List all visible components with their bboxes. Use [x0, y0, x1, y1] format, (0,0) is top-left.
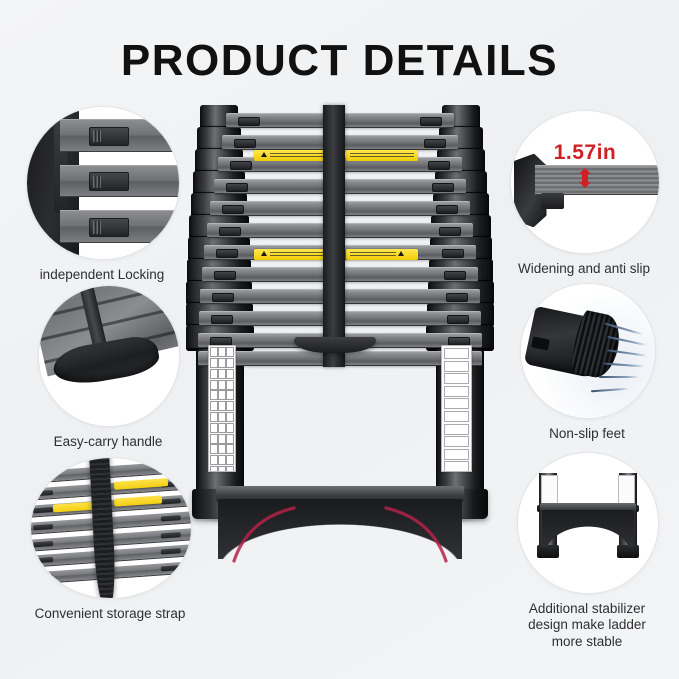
feature-convenient-storage-strap[interactable]: Convenient storage strap	[30, 457, 192, 622]
ladder-lock-buttons-icon	[27, 107, 179, 259]
page-title: PRODUCT DETAILS	[120, 36, 559, 85]
ladder-storage-strap-icon	[31, 458, 191, 598]
feature-caption: Convenient storage strap	[34, 606, 186, 621]
feature-caption: Easy-carry handle	[53, 434, 163, 449]
feature-image-easy-carry-handle	[38, 285, 180, 427]
safety-sticker-right	[441, 345, 472, 472]
feature-easy-carry-handle[interactable]: Easy-carry handle	[38, 285, 180, 450]
carry-handle	[294, 337, 376, 353]
feature-caption: Widening and anti slip	[517, 261, 651, 276]
feature-image-independent-locking	[26, 106, 180, 260]
storage-strap	[323, 105, 345, 367]
ladder-stabilizer-bar-icon	[518, 453, 658, 593]
feature-independent-locking[interactable]: independent Locking	[26, 106, 180, 283]
stabilizer-bar	[216, 486, 464, 502]
feature-caption: independent Locking	[39, 267, 165, 282]
foot-shadow-left	[188, 516, 254, 523]
feature-image-storage-strap	[30, 457, 192, 599]
feature-image-widening-anti-slip: 1.57in	[510, 110, 660, 254]
ladder-rubber-foot-icon	[521, 284, 655, 418]
foot-shadow-right	[426, 516, 492, 523]
feature-image-non-slip-feet	[520, 283, 656, 419]
accent-arc-highlight	[232, 506, 448, 563]
feature-widening-anti-slip[interactable]: 1.57in Widening and anti slip	[510, 110, 660, 277]
ladder-carry-handle-icon	[39, 286, 179, 426]
safety-sticker-left	[208, 345, 236, 472]
feature-non-slip-feet[interactable]: Non-slip feet	[520, 283, 656, 442]
measurement-value: 1.57in	[553, 140, 617, 164]
product-image-telescoping-ladder	[186, 105, 494, 605]
feature-caption: Additional stabilizer design make ladder…	[528, 601, 646, 649]
feature-image-stabilizer	[517, 452, 659, 594]
double-arrow-icon	[579, 167, 591, 188]
feature-additional-stabilizer[interactable]: Additional stabilizer design make ladder…	[517, 452, 659, 650]
feature-caption: Non-slip feet	[549, 426, 625, 441]
ladder-wide-step-icon: 1.57in	[511, 111, 659, 253]
stabilizer-arch	[218, 499, 462, 559]
